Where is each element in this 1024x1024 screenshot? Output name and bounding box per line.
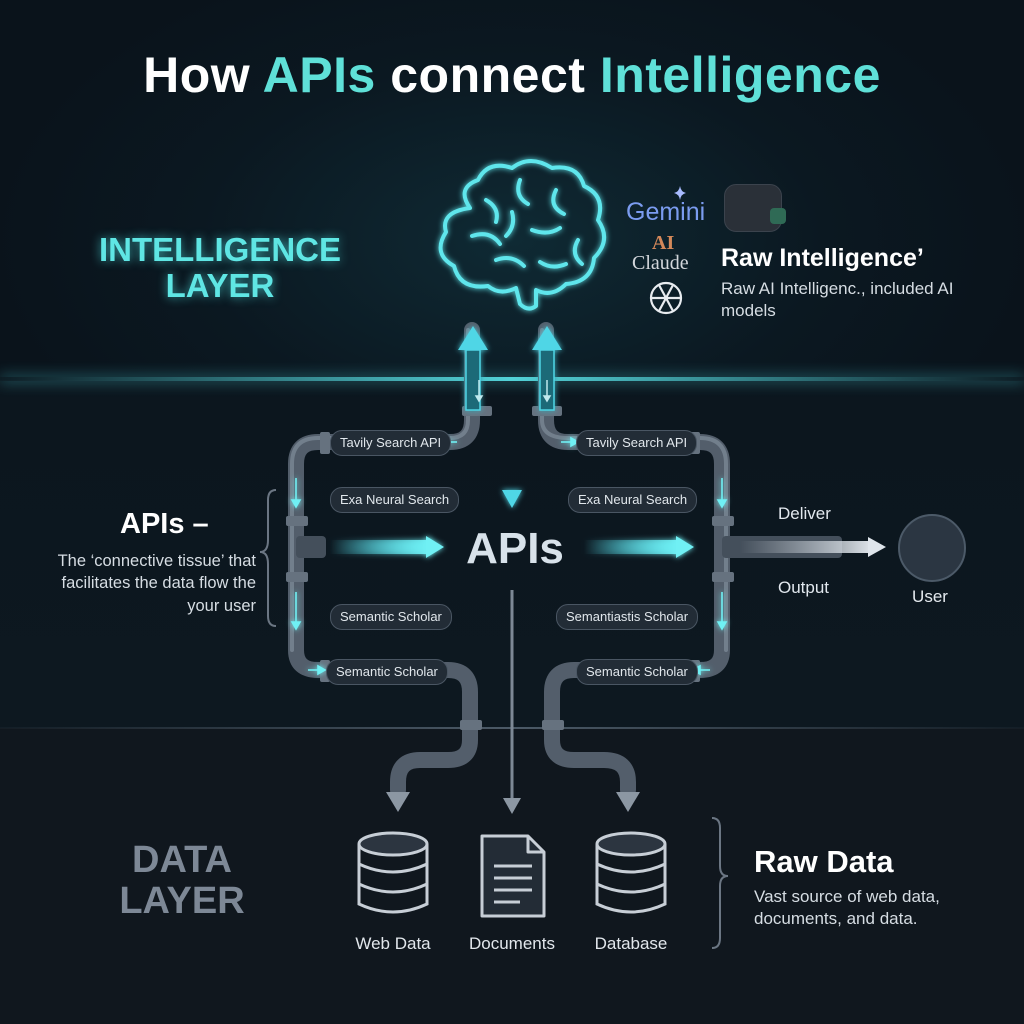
raw-data-description: Vast source of web data, documents, and … bbox=[754, 887, 940, 929]
gemini-logo: Gemini bbox=[626, 198, 706, 226]
source-database: Database bbox=[594, 934, 668, 953]
openai-tile-accent bbox=[770, 208, 786, 224]
deliver-label: Deliver bbox=[778, 504, 831, 523]
openai-icon-small bbox=[649, 281, 683, 315]
source-documents: Documents bbox=[469, 934, 555, 953]
api-pill-semantic-right-bottom: Semantic Scholar bbox=[576, 659, 698, 685]
apis-description: The ‘connective tissue’ that facilitates… bbox=[57, 552, 256, 615]
api-pill-semantic-right: Semantiastis Scholar bbox=[556, 604, 699, 630]
anthropic-logo: AI bbox=[652, 232, 675, 254]
ai-models-panel: Gemini AI Claude Raw Intelligence’ Raw A… bbox=[620, 184, 980, 334]
database-icon-2 bbox=[595, 831, 667, 914]
api-pill-exa-right: Exa Neural Search bbox=[568, 487, 698, 513]
source-web-data: Web Data bbox=[355, 934, 431, 953]
api-pill-tavily-left: Tavily Search API bbox=[330, 430, 452, 456]
api-pill-tavily-right: Tavily Search API bbox=[576, 430, 698, 456]
left-pipe bbox=[288, 322, 480, 798]
up-arrow-left bbox=[458, 326, 488, 411]
intelligence-layer-label: INTELLIGENCE LAYER bbox=[98, 231, 341, 304]
raw-data-heading: Raw Data bbox=[754, 844, 894, 879]
api-pill-exa-left: Exa Neural Search bbox=[330, 487, 460, 513]
apis-heading: APIs – bbox=[120, 508, 209, 540]
output-label: Output bbox=[778, 578, 830, 597]
user-label: User bbox=[912, 587, 948, 606]
apis-center-label: APIs bbox=[466, 524, 564, 573]
gemini-sparkle-icon bbox=[674, 186, 686, 200]
raw-intelligence-description: Raw AI Intelligenc., included AI models bbox=[721, 279, 954, 321]
database-icon bbox=[357, 831, 429, 914]
user-avatar bbox=[898, 514, 966, 582]
raw-intelligence-heading: Raw Intelligence’ bbox=[721, 244, 924, 272]
api-pill-semantic-left-bottom: Semantic Scholar bbox=[326, 659, 448, 685]
api-pill-semantic-left: Semantic Scholar bbox=[330, 604, 452, 630]
data-layer-label: DATA LAYER bbox=[119, 839, 245, 923]
page-title: How APIs connect Intelligence bbox=[143, 47, 881, 103]
brain-icon bbox=[438, 159, 606, 311]
claude-logo: Claude bbox=[632, 252, 689, 274]
document-icon bbox=[480, 834, 546, 918]
